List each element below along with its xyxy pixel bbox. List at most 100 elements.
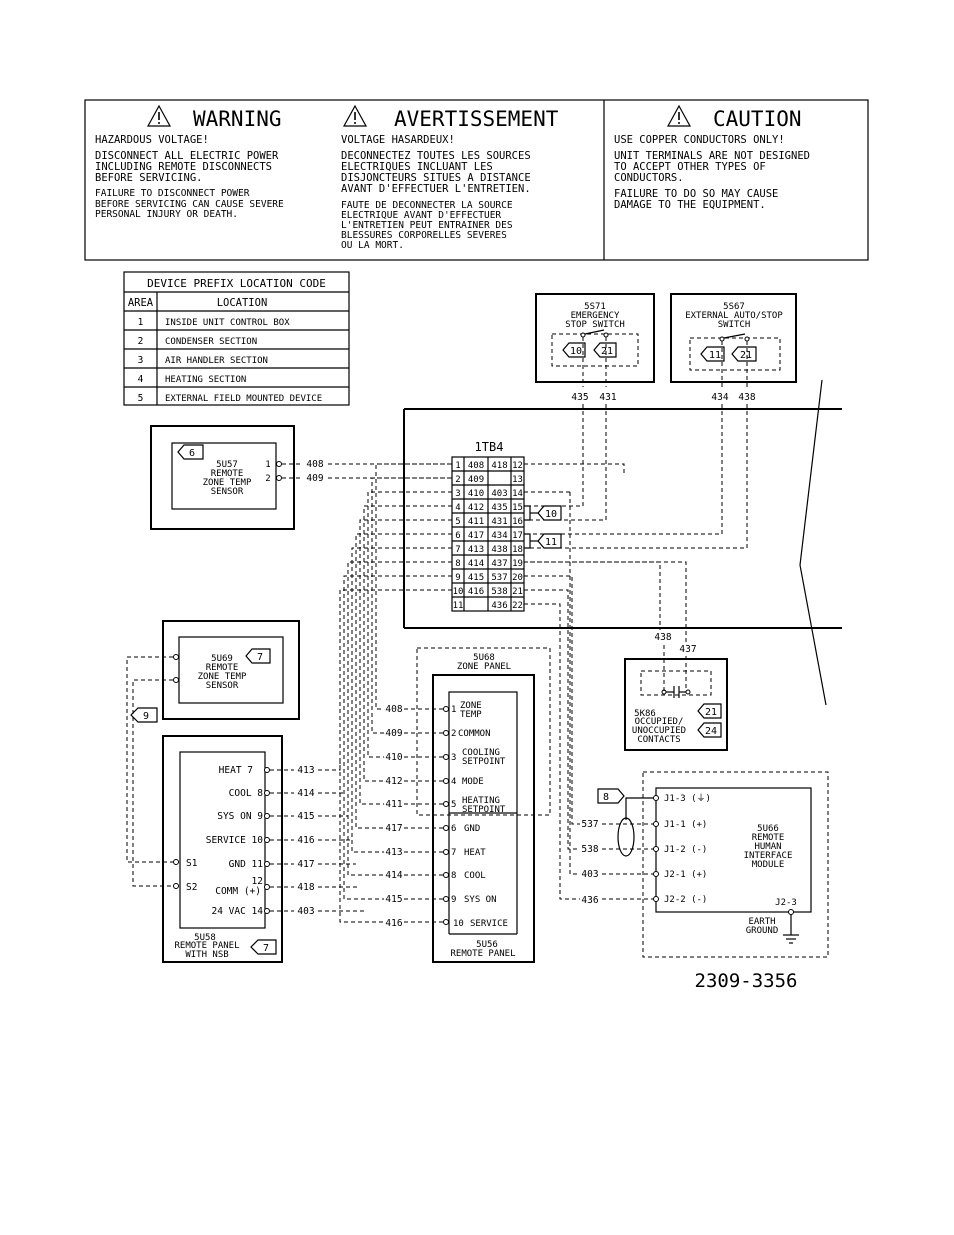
terminal-circle	[264, 908, 270, 914]
terminal-circle	[443, 730, 449, 736]
caution-line: FAILURE TO DO SO MAY CAUSE	[614, 188, 778, 200]
terminal-circle	[653, 846, 659, 852]
terminal-circle	[173, 883, 179, 889]
avertissement-title: AVERTISSEMENT	[394, 107, 559, 131]
wire-label: 411	[468, 517, 484, 527]
table-cell-area: 1	[138, 317, 144, 328]
wire-label: 431	[599, 392, 616, 403]
wire	[363, 505, 452, 782]
sheet-ref-tag-label: 10	[545, 509, 557, 520]
terminal-number: 2	[455, 475, 460, 485]
wire	[367, 491, 452, 758]
device-name: REMOTE PANEL	[450, 949, 515, 959]
terminal-label: J1-2 (-)	[664, 845, 707, 855]
avertissement-line: DISJONCTEURS SITUES A DISTANCE	[341, 172, 531, 184]
avertissement-line: DECONNECTEZ TOUTES LES SOURCES	[341, 150, 531, 162]
wire-label: 408	[468, 461, 484, 471]
contact-terminal	[580, 332, 586, 338]
device-5u57-remote-zone-temp-sensor: 6 5U57 REMOTE ZONE TEMP SENSOR 1 2 408 4…	[150, 425, 324, 530]
wire-label: 537	[491, 573, 507, 583]
device-name: ZONE PANEL	[457, 662, 511, 672]
wire	[359, 519, 452, 805]
terminal-label: SETPOINT	[462, 805, 506, 815]
warning-line: INCLUDING REMOTE DISCONNECTS	[95, 161, 272, 173]
device-id: 5U56	[476, 940, 498, 950]
terminal-circle	[264, 861, 270, 867]
terminal-label: COOL 8	[229, 788, 264, 799]
wire-label: 412	[385, 776, 402, 787]
wire-label: 414	[385, 870, 402, 881]
terminal-number: 4	[455, 503, 460, 513]
wire-label: 414	[297, 788, 314, 799]
sheet-ref-tag	[700, 346, 725, 362]
wire-label: 416	[468, 587, 484, 597]
warning-banner: WARNING HAZARDOUS VOLTAGE! DISCONNECT AL…	[84, 99, 869, 261]
table-cell-area: 2	[138, 336, 144, 347]
device-name: EMERGENCY	[571, 311, 620, 321]
wire-label: 408	[306, 459, 323, 470]
table-row: 7 413 438 18	[455, 545, 523, 555]
sheet-ref-tag-label: 11	[709, 350, 721, 361]
caution-line: CONDUCTORS.	[614, 172, 684, 184]
jumper	[524, 505, 531, 521]
device-id: 5K86	[634, 709, 656, 719]
table-row: 10 416 538 21	[453, 587, 523, 597]
zone-panel-terminals: 408 409 410 412 411 417 413 414 415 416	[385, 704, 449, 929]
warning-line: DISCONNECT ALL ELECTRIC POWER	[95, 150, 279, 162]
earth-ground-icon	[783, 914, 799, 944]
terminal-number: 1	[451, 705, 456, 715]
device-5s71-emergency-stop-switch: 5S71 EMERGENCY STOP SWITCH 10 21 435 431	[535, 293, 655, 403]
wire-label: 435	[571, 392, 588, 403]
terminal-number: 10	[453, 919, 464, 929]
caution-line: TO ACCEPT OTHER TYPES OF	[614, 161, 766, 173]
terminal-number: 22	[512, 601, 523, 611]
sheet-ref-tag-label: 8	[603, 792, 609, 803]
wire-label: 415	[297, 811, 314, 822]
terminal-circle	[443, 778, 449, 784]
terminal-circle	[443, 872, 449, 878]
wire-label: 417	[468, 531, 484, 541]
wire-label: 408	[385, 704, 402, 715]
terminal-number: 9	[451, 895, 456, 905]
table-row: 6 417 434 17	[455, 531, 523, 541]
avertissement-line: ELECTRIQUE AVANT D'EFFECTUER	[341, 210, 501, 221]
terminal-label: SYS ON	[464, 895, 497, 905]
device-id: 5U57	[216, 460, 238, 470]
field-wiring	[126, 337, 748, 923]
terminal-circle	[276, 461, 282, 467]
sheet-ref-tag	[130, 707, 158, 723]
avertissement-line: ELECTRIQUES INCLUANT LES	[341, 161, 493, 173]
terminal-number: 19	[512, 559, 523, 569]
table-title: DEVICE PREFIX LOCATION CODE	[147, 277, 326, 290]
avertissement-line: L'ENTRETIEN PEUT ENTRAINER DES	[341, 220, 513, 231]
terminal-number: 12	[252, 876, 263, 887]
warning-line: BEFORE SERVICING.	[95, 172, 202, 184]
terminal-label: ZONE	[460, 701, 482, 711]
sheet-ref-tag	[177, 444, 204, 460]
sheet-ref-tag	[250, 939, 277, 955]
wire	[343, 575, 452, 900]
wire-label: 436	[581, 895, 598, 906]
table-row: 11 436 22	[453, 601, 523, 611]
device-name: SWITCH	[718, 320, 751, 330]
wire-label: 403	[297, 906, 314, 917]
terminal-circle	[653, 821, 659, 827]
drawing-number: 2309-3356	[695, 970, 798, 992]
table-row: 1 INSIDE UNIT CONTROL BOX	[138, 317, 291, 328]
terminal-label: COOL	[464, 871, 486, 881]
avertissement-section: AVERTISSEMENT VOLTAGE HASARDEUX! DECONNE…	[341, 105, 559, 251]
terminal-circle	[653, 871, 659, 877]
wire-label: 537	[581, 819, 598, 830]
warning-line: PERSONAL INJURY OR DEATH.	[95, 209, 238, 220]
terminal-number: 6	[451, 824, 456, 834]
wire-label: 403	[581, 869, 598, 880]
device-name: REMOTE	[206, 663, 239, 673]
terminal-label: GND	[464, 824, 480, 834]
device-name: SENSOR	[206, 681, 239, 691]
terminal-number: 17	[512, 531, 523, 541]
switch-contact	[584, 329, 605, 335]
warning-icon	[667, 105, 691, 127]
terminal-number: 9	[455, 573, 460, 583]
table-header-location: LOCATION	[217, 297, 268, 309]
